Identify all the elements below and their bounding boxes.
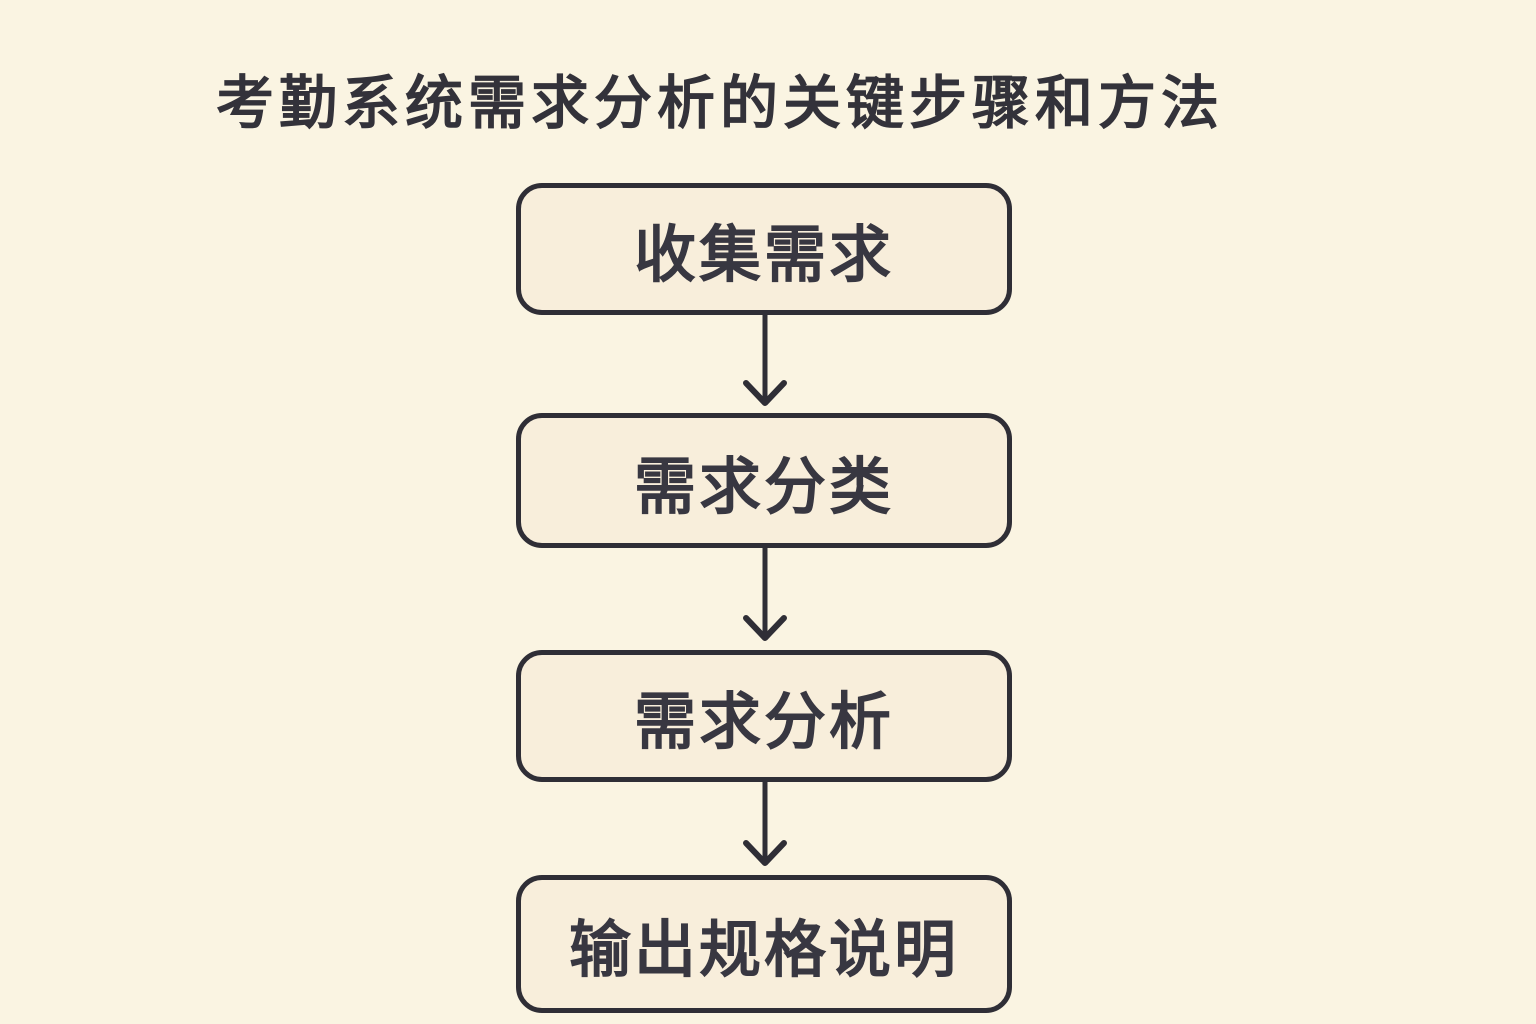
flow-step-collect-requirements: 收集需求 bbox=[516, 183, 1012, 315]
flow-step-classify-requirements: 需求分类 bbox=[516, 413, 1012, 548]
down-arrow-icon bbox=[741, 782, 789, 873]
down-arrow-icon bbox=[741, 548, 789, 648]
flow-step-output-specification: 输出规格说明 bbox=[516, 875, 1012, 1013]
page-title: 考勤系统需求分析的关键步骤和方法 bbox=[215, 71, 1224, 136]
flow-step-label: 需求分类 bbox=[633, 452, 894, 522]
down-arrow-icon bbox=[741, 315, 789, 413]
flow-step-label: 需求分析 bbox=[633, 688, 894, 757]
flow-step-label: 输出规格说明 bbox=[568, 916, 959, 985]
flow-step-analyze-requirements: 需求分析 bbox=[516, 650, 1012, 782]
flow-step-label: 收集需求 bbox=[633, 221, 894, 290]
